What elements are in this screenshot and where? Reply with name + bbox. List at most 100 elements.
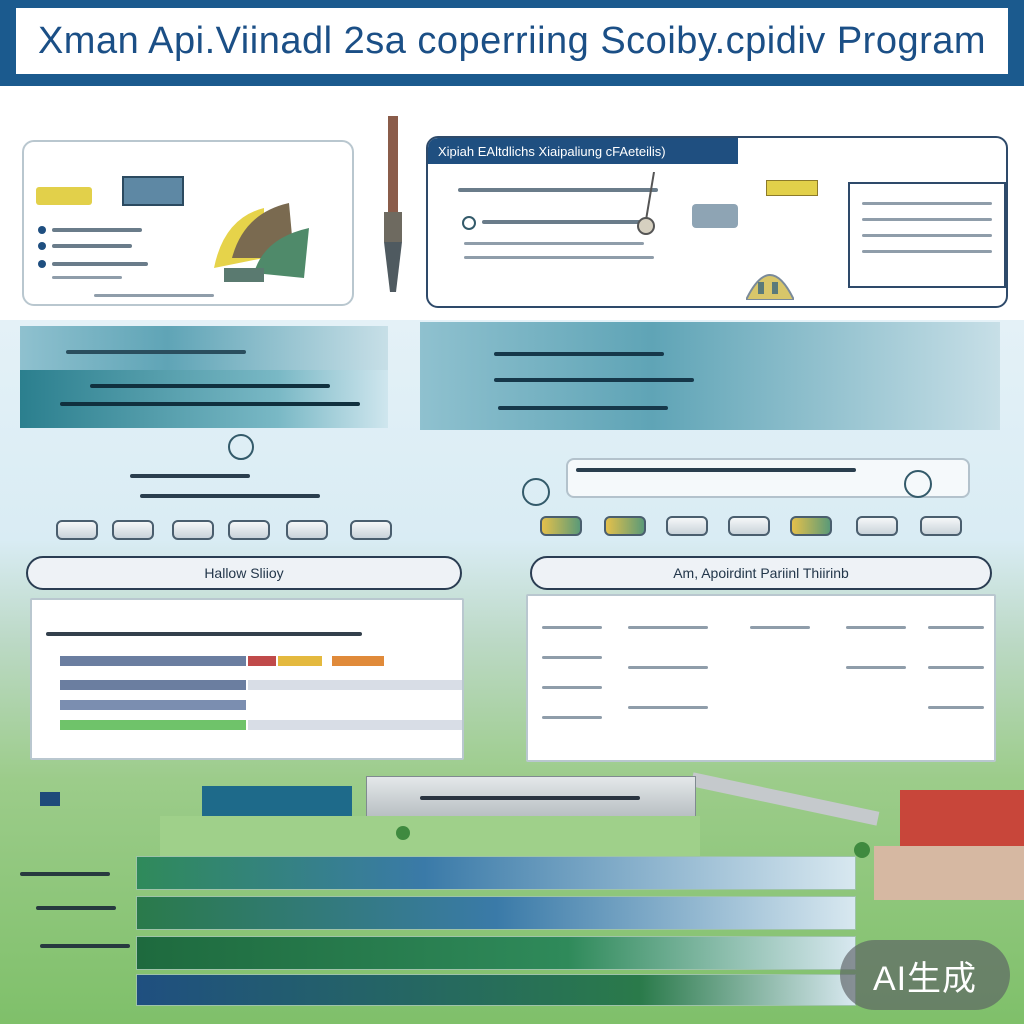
col-line (628, 666, 708, 669)
content-line (464, 242, 644, 245)
search-icon (904, 470, 932, 498)
hill-graphic (744, 260, 796, 301)
grid-row (136, 856, 856, 890)
col-line (928, 706, 984, 709)
yellow-tag (36, 187, 92, 205)
top-right-panel: Xipiah EAltdlichs Xiaipaliung cFAeteilis… (426, 136, 1008, 308)
tower-graphic (378, 116, 408, 292)
step-chip (350, 520, 392, 540)
step-chip (228, 520, 270, 540)
table-bar (60, 720, 246, 730)
sub-label-line (130, 474, 250, 478)
step-chip (728, 516, 770, 536)
legend-line (20, 872, 110, 876)
step-chip (112, 520, 154, 540)
col-line (846, 666, 906, 669)
sub-label-line (140, 494, 320, 498)
step-chip (56, 520, 98, 540)
funnel-graphic (204, 198, 314, 282)
top-left-panel (22, 140, 354, 306)
list-line (52, 228, 142, 232)
watermark-label: AI生成 (872, 959, 978, 998)
info-icon (462, 216, 476, 230)
band-line (498, 406, 668, 410)
col-line (750, 626, 810, 629)
doc-line (862, 234, 992, 237)
tree-cluster (396, 826, 410, 840)
info-band-left-lower (20, 370, 388, 428)
search-field (566, 458, 970, 498)
table-bar (278, 656, 322, 666)
bullet-icon (38, 260, 46, 268)
col-line (628, 706, 708, 709)
band-line (60, 402, 360, 406)
col-line (928, 666, 984, 669)
step-chip (604, 516, 646, 536)
legend-line (36, 906, 116, 910)
road (690, 772, 880, 826)
col-line (542, 686, 602, 689)
legend-line (40, 944, 130, 948)
info-band-right (420, 322, 1000, 430)
footer-line (94, 294, 214, 297)
content-line (464, 256, 654, 259)
step-chip (666, 516, 708, 536)
doc-line (862, 202, 992, 205)
machine-graphic (692, 204, 738, 228)
report-heading-line (46, 632, 362, 636)
step-chip (920, 516, 962, 536)
bullet-icon (38, 242, 46, 250)
chart-thumbnail (122, 176, 184, 206)
report-panel-right (526, 594, 996, 762)
col-line (928, 626, 984, 629)
pill-label: Am, Apoirdint Pariinl Thiirinb (673, 565, 849, 581)
band-line (90, 384, 330, 388)
bullet-icon (38, 226, 46, 234)
building-apartments (874, 846, 1024, 900)
sign-line (420, 796, 640, 800)
grass-plaza (160, 816, 700, 860)
grid-row (136, 974, 856, 1006)
table-bar (248, 656, 276, 666)
building-teal (202, 786, 352, 816)
doc-line (862, 250, 992, 253)
report-panel-left (30, 598, 464, 760)
doc-line (862, 218, 992, 221)
link-icon (522, 478, 550, 506)
band-line (66, 350, 246, 354)
page-title: Xman Api.Viinadl 2sa coperriing Scoiby.c… (16, 8, 1008, 74)
pill-label: Hallow Sliioy (204, 565, 284, 581)
step-chip (856, 516, 898, 536)
table-bar (248, 680, 462, 690)
band-line (494, 378, 694, 382)
content-line (458, 188, 658, 192)
ai-generated-badge: AI生成 (840, 940, 1010, 1010)
col-line (542, 656, 602, 659)
band-line (494, 352, 664, 356)
dashboard-grid (136, 856, 856, 1006)
clock-icon (228, 434, 254, 460)
table-bar (60, 680, 246, 690)
section-title-pill-left: Hallow Sliioy (26, 556, 462, 590)
info-band-left (20, 326, 388, 370)
list-line (52, 262, 148, 266)
document-card (848, 182, 1006, 288)
step-chip (790, 516, 832, 536)
grid-row (136, 896, 856, 930)
table-bar (60, 700, 246, 710)
col-line (542, 626, 602, 629)
step-chip (540, 516, 582, 536)
spoon-graphic (636, 171, 666, 236)
col-line (628, 626, 708, 629)
content-line (482, 220, 642, 224)
sub-label-line (576, 468, 856, 472)
badge-icon (40, 792, 60, 806)
step-chip (286, 520, 328, 540)
table-bar (332, 656, 384, 666)
panel-header: Xipiah EAltdlichs Xiaipaliung cFAeteilis… (428, 138, 738, 164)
yellow-label (766, 180, 818, 196)
list-line (52, 276, 122, 279)
section-title-pill-right: Am, Apoirdint Pariinl Thiirinb (530, 556, 992, 590)
tree-cluster (854, 842, 870, 858)
grid-row (136, 936, 856, 970)
